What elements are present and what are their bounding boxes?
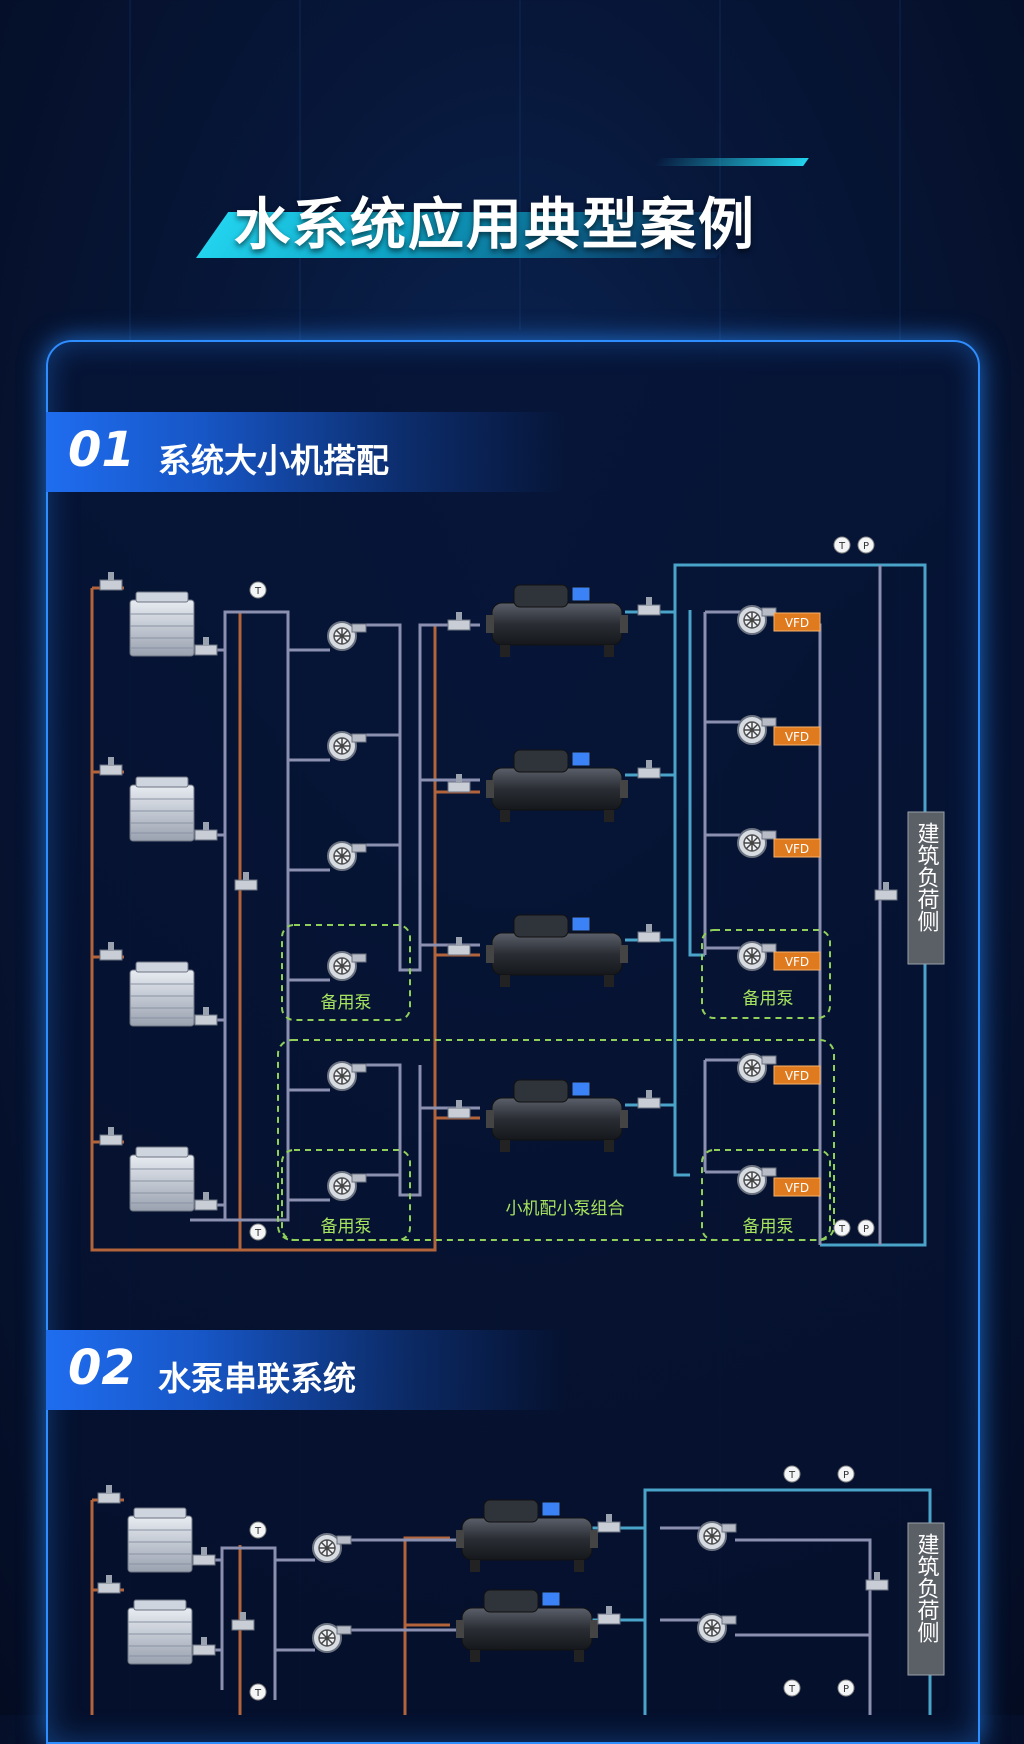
svg-text:VFD: VFD [785,616,809,630]
section-header-01: 01 系统大小机搭配 [46,412,566,492]
gauge-t: T [783,1679,801,1697]
standby-pump-group [701,1149,831,1241]
standby-pump-group [701,929,831,1019]
svg-text:P: P [843,1684,849,1695]
section-number: 01 [68,422,135,478]
chiller-unit [485,914,629,988]
gauge-t: T [249,581,267,599]
building-load-box: 建筑负荷侧 [907,1522,945,1676]
svg-text:T: T [254,1688,262,1699]
gauge-t: T [833,536,851,554]
small-unit-combo-label: 小机配小泵组合 [506,1199,625,1219]
diagram-section-02: T T T P T P 建筑负荷侧 [90,1465,945,1715]
chiller-unit [485,749,629,823]
svg-text:P: P [863,541,869,552]
svg-text:建筑负荷侧: 建筑负荷侧 [914,822,940,932]
cooling-pump [327,951,367,981]
page-title-block: 水系统应用典型案例 [196,150,809,260]
gauge-t: T [783,1465,801,1483]
cooling-tower [129,591,195,657]
svg-text:T: T [838,541,846,552]
standby-pump-group [281,924,411,1021]
vfd-badge: VFD [773,726,821,746]
chilled-pump [737,1053,777,1083]
vfd-badge: VFD [773,838,821,858]
gauge-p: P [857,1219,875,1237]
cooling-pump [312,1533,352,1563]
chilled-pump [697,1613,737,1643]
chiller-unit [485,1079,629,1153]
chilled-pump [697,1521,737,1551]
svg-text:VFD: VFD [785,730,809,744]
standby-pump-group [281,1149,411,1241]
building-load-box: 建筑负荷侧 [907,811,945,965]
chilled-pump [737,715,777,745]
gauge-p: P [857,536,875,554]
small-unit-group [277,1039,835,1241]
vfd-badge: VFD [773,612,821,632]
chilled-pump [737,605,777,635]
gauge-p: P [837,1465,855,1483]
svg-text:T: T [254,586,262,597]
cooling-pump [327,621,367,651]
gauge-p: P [837,1679,855,1697]
svg-text:T: T [254,1526,262,1537]
vfd-badge: VFD [773,1177,821,1197]
svg-text:VFD: VFD [785,1181,809,1195]
section-header-02: 02 水泵串联系统 [46,1330,566,1410]
vfd-badge: VFD [773,951,821,971]
section-title: 水泵串联系统 [158,1359,356,1398]
diagram-section-01: VFD VFD VFD VFD VFD VFD T T T P T P 备用泵 … [90,536,945,1252]
cooling-pump [327,731,367,761]
vfd-badges: VFD VFD VFD VFD VFD VFD [773,612,821,1197]
gauge-t: T [249,1683,267,1701]
chiller-unit [455,1499,599,1573]
cooling-tower [129,776,195,842]
cooling-pump [312,1623,352,1653]
section-number: 02 [68,1340,135,1396]
gauge-t: T [833,1219,851,1237]
vfd-badge: VFD [773,1065,821,1085]
standby-pump-label: 备用泵 [743,1217,794,1237]
section-title: 系统大小机搭配 [158,441,389,480]
svg-text:VFD: VFD [785,955,809,969]
cooling-tower [129,1146,195,1212]
standby-pump-label: 备用泵 [321,993,372,1013]
standby-pump-label: 备用泵 [743,989,794,1009]
cooling-pump [327,1171,367,1201]
chilled-pump [737,941,777,971]
gauge-t: T [249,1223,267,1241]
chilled-pump [737,1165,777,1195]
svg-text:T: T [788,1470,796,1481]
svg-text:T: T [788,1684,796,1695]
svg-text:建筑负荷侧: 建筑负荷侧 [914,1533,940,1643]
cooling-tower [129,961,195,1027]
chiller-unit [485,584,629,658]
svg-text:T: T [254,1228,262,1239]
chilled-pump [737,828,777,858]
cooling-pump [327,841,367,871]
svg-text:P: P [863,1224,869,1235]
svg-text:VFD: VFD [785,842,809,856]
gauge-t: T [249,1521,267,1539]
cooling-tower [127,1507,193,1573]
cooling-tower [127,1599,193,1665]
svg-text:P: P [843,1470,849,1481]
page-title: 水系统应用典型案例 [234,193,756,258]
svg-text:VFD: VFD [785,1069,809,1083]
cooling-pump [327,1061,367,1091]
standby-pump-label: 备用泵 [321,1217,372,1237]
svg-text:T: T [838,1224,846,1235]
chiller-unit [455,1589,599,1663]
